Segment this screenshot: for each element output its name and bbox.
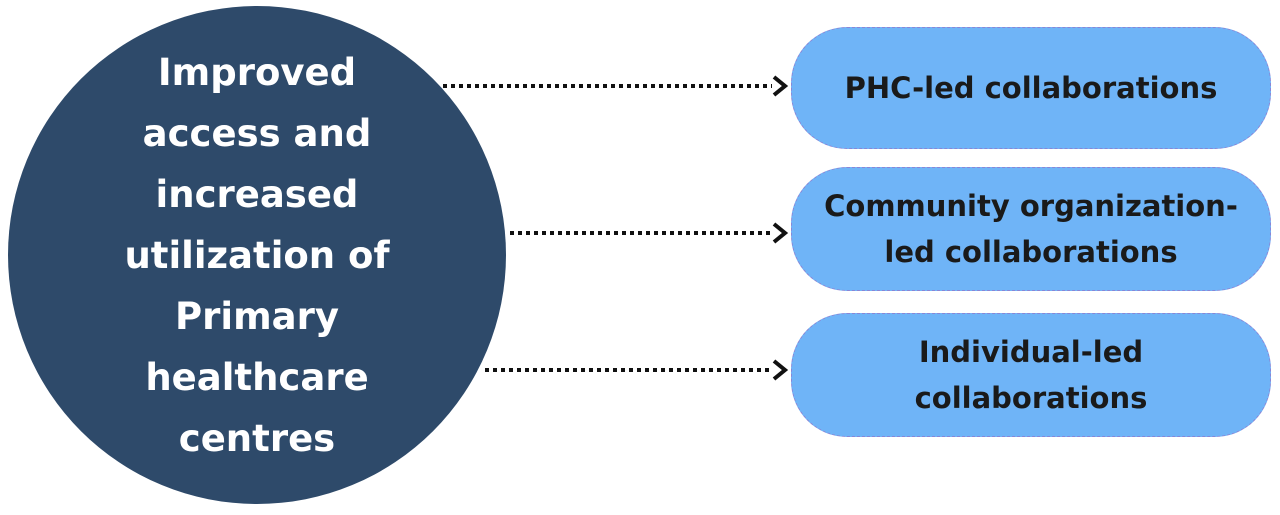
node-label: PHC-led collaborations: [844, 71, 1218, 105]
arrow-hub-to-community: [510, 222, 789, 244]
arrow-hub-to-individual: [485, 359, 789, 381]
hub-circle: Improved access and increased utilizatio…: [8, 6, 506, 504]
node-label: Individual-led collaborations: [914, 335, 1148, 415]
node-label: Community organization- led collaboratio…: [824, 189, 1238, 269]
hub-label: Improved access and increased utilizatio…: [124, 50, 390, 460]
node-individual-led: Individual-led collaborations: [791, 313, 1271, 437]
node-phc-led: PHC-led collaborations: [791, 27, 1271, 149]
node-community-organization-led: Community organization- led collaboratio…: [791, 167, 1271, 291]
arrow-hub-to-phc: [443, 75, 789, 97]
